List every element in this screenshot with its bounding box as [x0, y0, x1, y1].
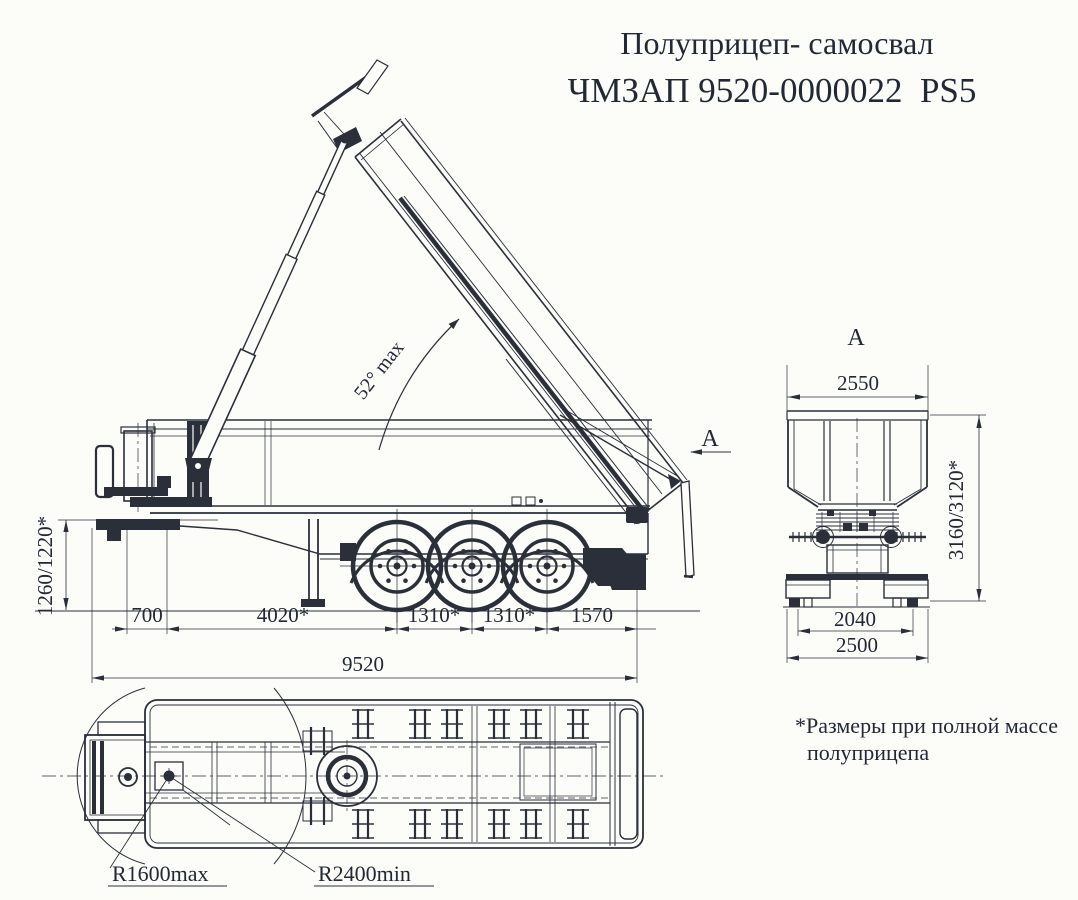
rear-view: А: [783, 325, 986, 663]
kingpin-box: [154, 761, 184, 791]
front-board: [94, 444, 115, 499]
turning-radii: R1600max R2400min: [76, 687, 434, 887]
body-lowered: [146, 419, 652, 512]
gooseneck-plan: [145, 741, 610, 826]
chassis-frame: [96, 512, 649, 560]
front-swing-arc: [76, 687, 146, 865]
dim-700: 700: [131, 603, 163, 627]
body-raised: [310, 59, 695, 579]
side-view-dimensions: 1260/1220* 700 4020* 1310* 1310* 1570 95…: [33, 516, 656, 683]
dim-9520: 9520: [342, 652, 384, 676]
view-a-arrow: [690, 449, 702, 455]
turning-radius-arc: [273, 687, 307, 865]
tailgate-open: [680, 480, 695, 578]
tip-angle-label: 52° max: [350, 337, 409, 404]
rear-bumper: [598, 554, 646, 590]
top-view: R1600max R2400min: [42, 687, 664, 887]
axle-group: [340, 509, 646, 623]
cross-members-plan: [350, 706, 591, 842]
title-block: Полуприцеп- самосвал ЧМЗАП 9520-0000022 …: [568, 25, 977, 110]
tip-angle-annotation: 52° max: [350, 318, 460, 451]
front-equipment: [94, 423, 212, 512]
kingpin: [107, 530, 121, 541]
dim-fifth-wheel-height: 1260/1220*: [33, 516, 57, 616]
body-top-rail: [400, 120, 684, 484]
body-floor-edge: [354, 156, 638, 520]
body-front-wall: [354, 118, 402, 158]
landing-gear: [301, 519, 325, 607]
hoist-cylinder: [185, 134, 350, 482]
dim-1310-a: 1310*: [408, 603, 461, 627]
side-view: 52° max А: [33, 59, 731, 683]
cylinder-mount: [185, 458, 212, 482]
tailgate-plan: [619, 708, 638, 840]
rear-view-chassis: [783, 510, 930, 608]
footnote: *Размеры при полной массе полуприцепа: [795, 713, 1058, 765]
dim-3160-3120: 3160/3120*: [944, 460, 968, 560]
dim-4020: 4020*: [257, 603, 310, 627]
view-a-letter: А: [701, 426, 719, 452]
footnote-line2: полуприцепа: [807, 740, 929, 765]
dim-2040: 2040: [834, 607, 876, 631]
label-r1600max: R1600max: [112, 861, 209, 886]
scan-artifacts: [0, 46, 1078, 899]
drawing-title: Полуприцеп- самосвал: [620, 25, 933, 61]
rear-view-dimensions: 2550 3160/3120* 2040 2500: [786, 365, 986, 663]
frame-fittings: [511, 496, 543, 506]
label-r2400min: R2400min: [318, 861, 411, 886]
dim-1570: 1570: [571, 603, 613, 627]
rear-view-body: [786, 410, 929, 511]
rear-view-label: А: [847, 325, 865, 351]
drawing-model: ЧМЗАП 9520-0000022 PS5: [568, 71, 977, 110]
view-direction-marker: А: [690, 426, 731, 455]
kingpin-plate: [96, 519, 180, 530]
dim-1310-b: 1310*: [483, 603, 536, 627]
front-frame-plan: [84, 721, 146, 834]
dim-2500: 2500: [836, 633, 878, 657]
footnote-line1: *Размеры при полной массе: [795, 713, 1058, 738]
turntable-plan: [302, 727, 378, 825]
dim-2550: 2550: [837, 371, 879, 395]
body-plan-outline: [144, 699, 644, 849]
